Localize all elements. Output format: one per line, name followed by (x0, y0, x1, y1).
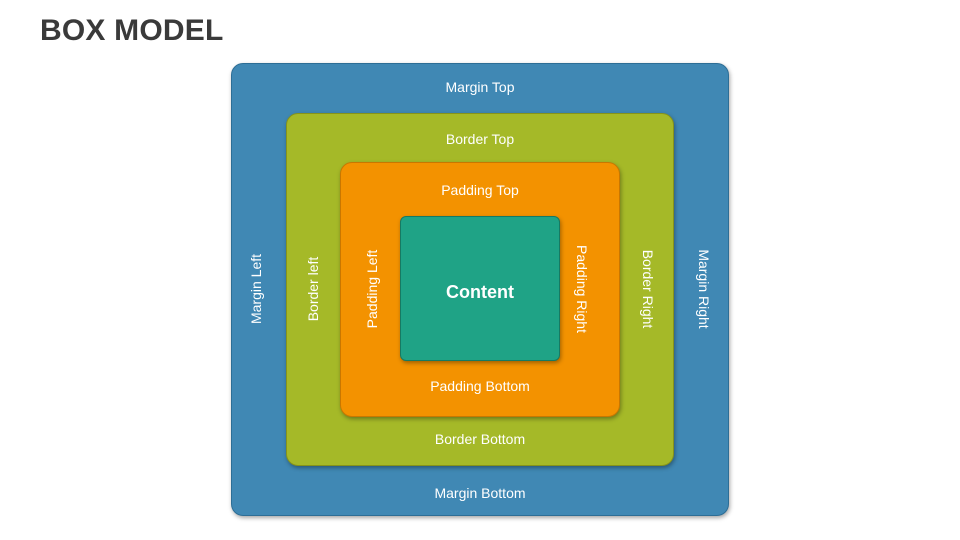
border-right-label: Border Right (640, 249, 656, 329)
margin-top-label: Margin Top (445, 79, 515, 95)
padding-top-label: Padding Top (441, 182, 519, 198)
margin-bottom-label: Margin Bottom (434, 485, 526, 501)
padding-right-label: Padding Right (574, 245, 590, 333)
padding-bottom-label: Padding Bottom (430, 378, 530, 394)
margin-right-label: Margin Right (696, 249, 712, 329)
padding-left-label: Padding Left (364, 249, 380, 329)
border-bottom-label: Border Bottom (434, 431, 526, 447)
content-box (400, 216, 560, 361)
border-top-label: Border Top (445, 131, 515, 147)
margin-left-label: Margin Left (248, 253, 264, 325)
content-label: Content (446, 282, 514, 302)
page-title: BOX MODEL (40, 14, 224, 47)
border-left-label: Border left (305, 256, 321, 322)
